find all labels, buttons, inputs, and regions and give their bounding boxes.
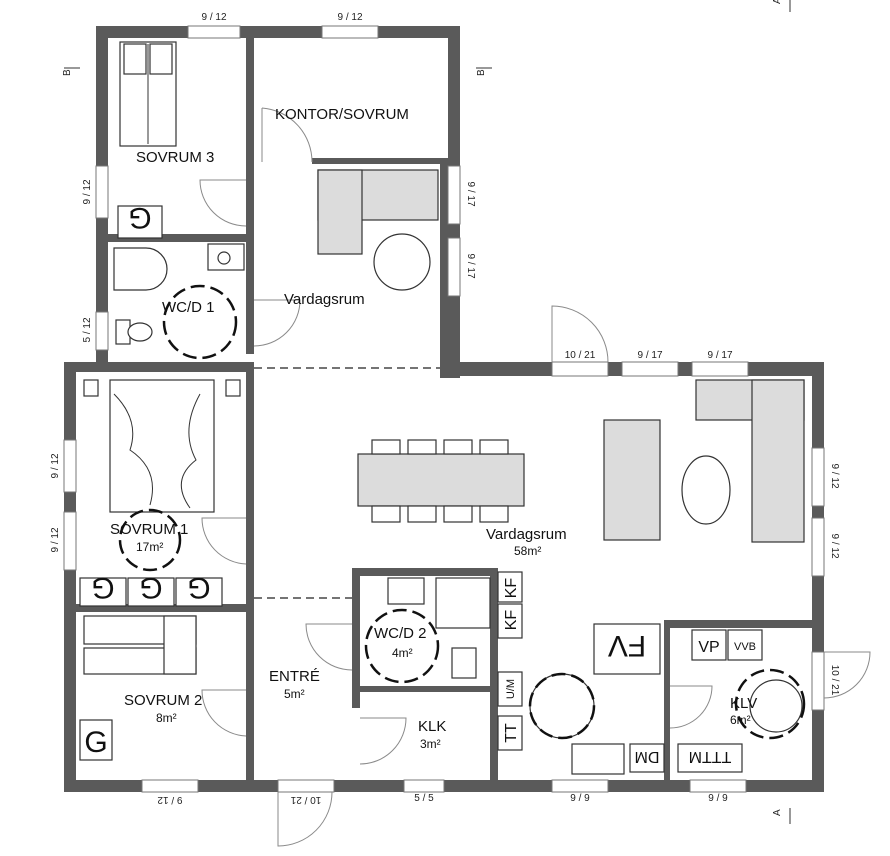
dim-bot-99b: 9 / 9 bbox=[708, 793, 728, 804]
dim-right-1021: 10 / 21 bbox=[829, 665, 840, 696]
dim-bot-99a: 9 / 9 bbox=[570, 793, 590, 804]
room-wcd2-area: 4m² bbox=[392, 646, 413, 660]
dim-left-wc1: 5 / 12 bbox=[82, 317, 93, 342]
room-vardagsrum-area: 58m² bbox=[514, 544, 541, 558]
section-markers: A A B B bbox=[62, 0, 791, 824]
openings bbox=[254, 367, 440, 599]
room-vardagsrum-upper: Vardagsrum bbox=[284, 291, 365, 308]
vvb-symbol: VVB bbox=[734, 641, 756, 653]
g-symbol-sov1-b: G bbox=[139, 571, 162, 604]
g-symbol-sov2: G bbox=[84, 726, 107, 759]
turning-circles bbox=[118, 284, 806, 740]
section-b-left: B bbox=[62, 69, 73, 76]
kf-symbol-b: KF bbox=[503, 610, 520, 631]
room-klk-area: 3m² bbox=[420, 737, 441, 751]
dim-right-917b: 9 / 17 bbox=[465, 253, 476, 278]
room-wcd2: WC/D 2 bbox=[374, 625, 427, 642]
dim-top-2: 9 / 12 bbox=[337, 12, 362, 23]
um-symbol: U/M bbox=[505, 679, 517, 699]
dm-symbol: DM bbox=[635, 748, 660, 765]
room-sovrum1-area: 17m² bbox=[136, 540, 163, 554]
vp-symbol: VP bbox=[698, 639, 719, 656]
room-entre: ENTRÉ bbox=[269, 668, 320, 685]
furniture bbox=[83, 41, 805, 775]
symbol-labels: G G G G G FV KF KF U/M TT DM VP VVB TTTM bbox=[84, 201, 756, 765]
room-sovrum2: SOVRUM 2 bbox=[124, 692, 202, 709]
room-sovrum1: SOVRUM 1 bbox=[110, 521, 188, 538]
room-sovrum3: SOVRUM 3 bbox=[136, 149, 214, 166]
fv-symbol: FV bbox=[608, 629, 646, 662]
g-symbol-sov1-c: G bbox=[187, 571, 210, 604]
dim-right-912a: 9 / 12 bbox=[829, 463, 840, 488]
doors bbox=[199, 107, 871, 847]
dim-top-1: 9 / 12 bbox=[201, 12, 226, 23]
dimension-labels: 9 / 12 9 / 12 9 / 12 5 / 12 9 / 17 9 / 1… bbox=[50, 12, 840, 805]
dim-top-917b: 9 / 17 bbox=[707, 350, 732, 361]
dim-right-912b: 9 / 12 bbox=[829, 533, 840, 558]
room-klv: KLV bbox=[730, 695, 757, 712]
tttm-symbol: TTTM bbox=[689, 748, 732, 765]
dim-door-1021: 10 / 21 bbox=[565, 350, 596, 361]
section-a-top: A bbox=[772, 0, 783, 4]
section-b-right: B bbox=[476, 69, 487, 76]
g-symbol-sov1-a: G bbox=[91, 571, 114, 604]
tt-symbol: TT bbox=[503, 723, 520, 743]
section-a-bottom: A bbox=[772, 809, 783, 816]
equipment bbox=[79, 205, 763, 773]
kf-symbol-a: KF bbox=[503, 578, 520, 599]
dim-bot-55: 5 / 5 bbox=[414, 793, 434, 804]
room-klv-area: 6m² bbox=[730, 713, 751, 727]
room-labels: SOVRUM 3 KONTOR/SOVRUM WC/D 1 Vardagsrum… bbox=[110, 106, 757, 751]
room-klk: KLK bbox=[418, 718, 446, 735]
dim-bot-1021: 10 / 21 bbox=[290, 794, 321, 805]
dim-left-sov1a: 9 / 12 bbox=[50, 453, 61, 478]
dim-top-917a: 9 / 17 bbox=[637, 350, 662, 361]
dim-left-sov3: 9 / 12 bbox=[82, 179, 93, 204]
windows bbox=[63, 25, 825, 793]
room-entre-area: 5m² bbox=[284, 687, 305, 701]
room-kontor: KONTOR/SOVRUM bbox=[275, 106, 409, 123]
g-symbol-sov3: G bbox=[128, 201, 151, 234]
room-vardagsrum: Vardagsrum bbox=[486, 526, 567, 543]
dim-right-917a: 9 / 17 bbox=[465, 181, 476, 206]
room-wcd1: WC/D 1 bbox=[162, 299, 215, 316]
room-sovrum2-area: 8m² bbox=[156, 711, 177, 725]
dim-bot-912: 9 / 12 bbox=[157, 794, 182, 805]
dim-left-sov1b: 9 / 12 bbox=[50, 527, 61, 552]
